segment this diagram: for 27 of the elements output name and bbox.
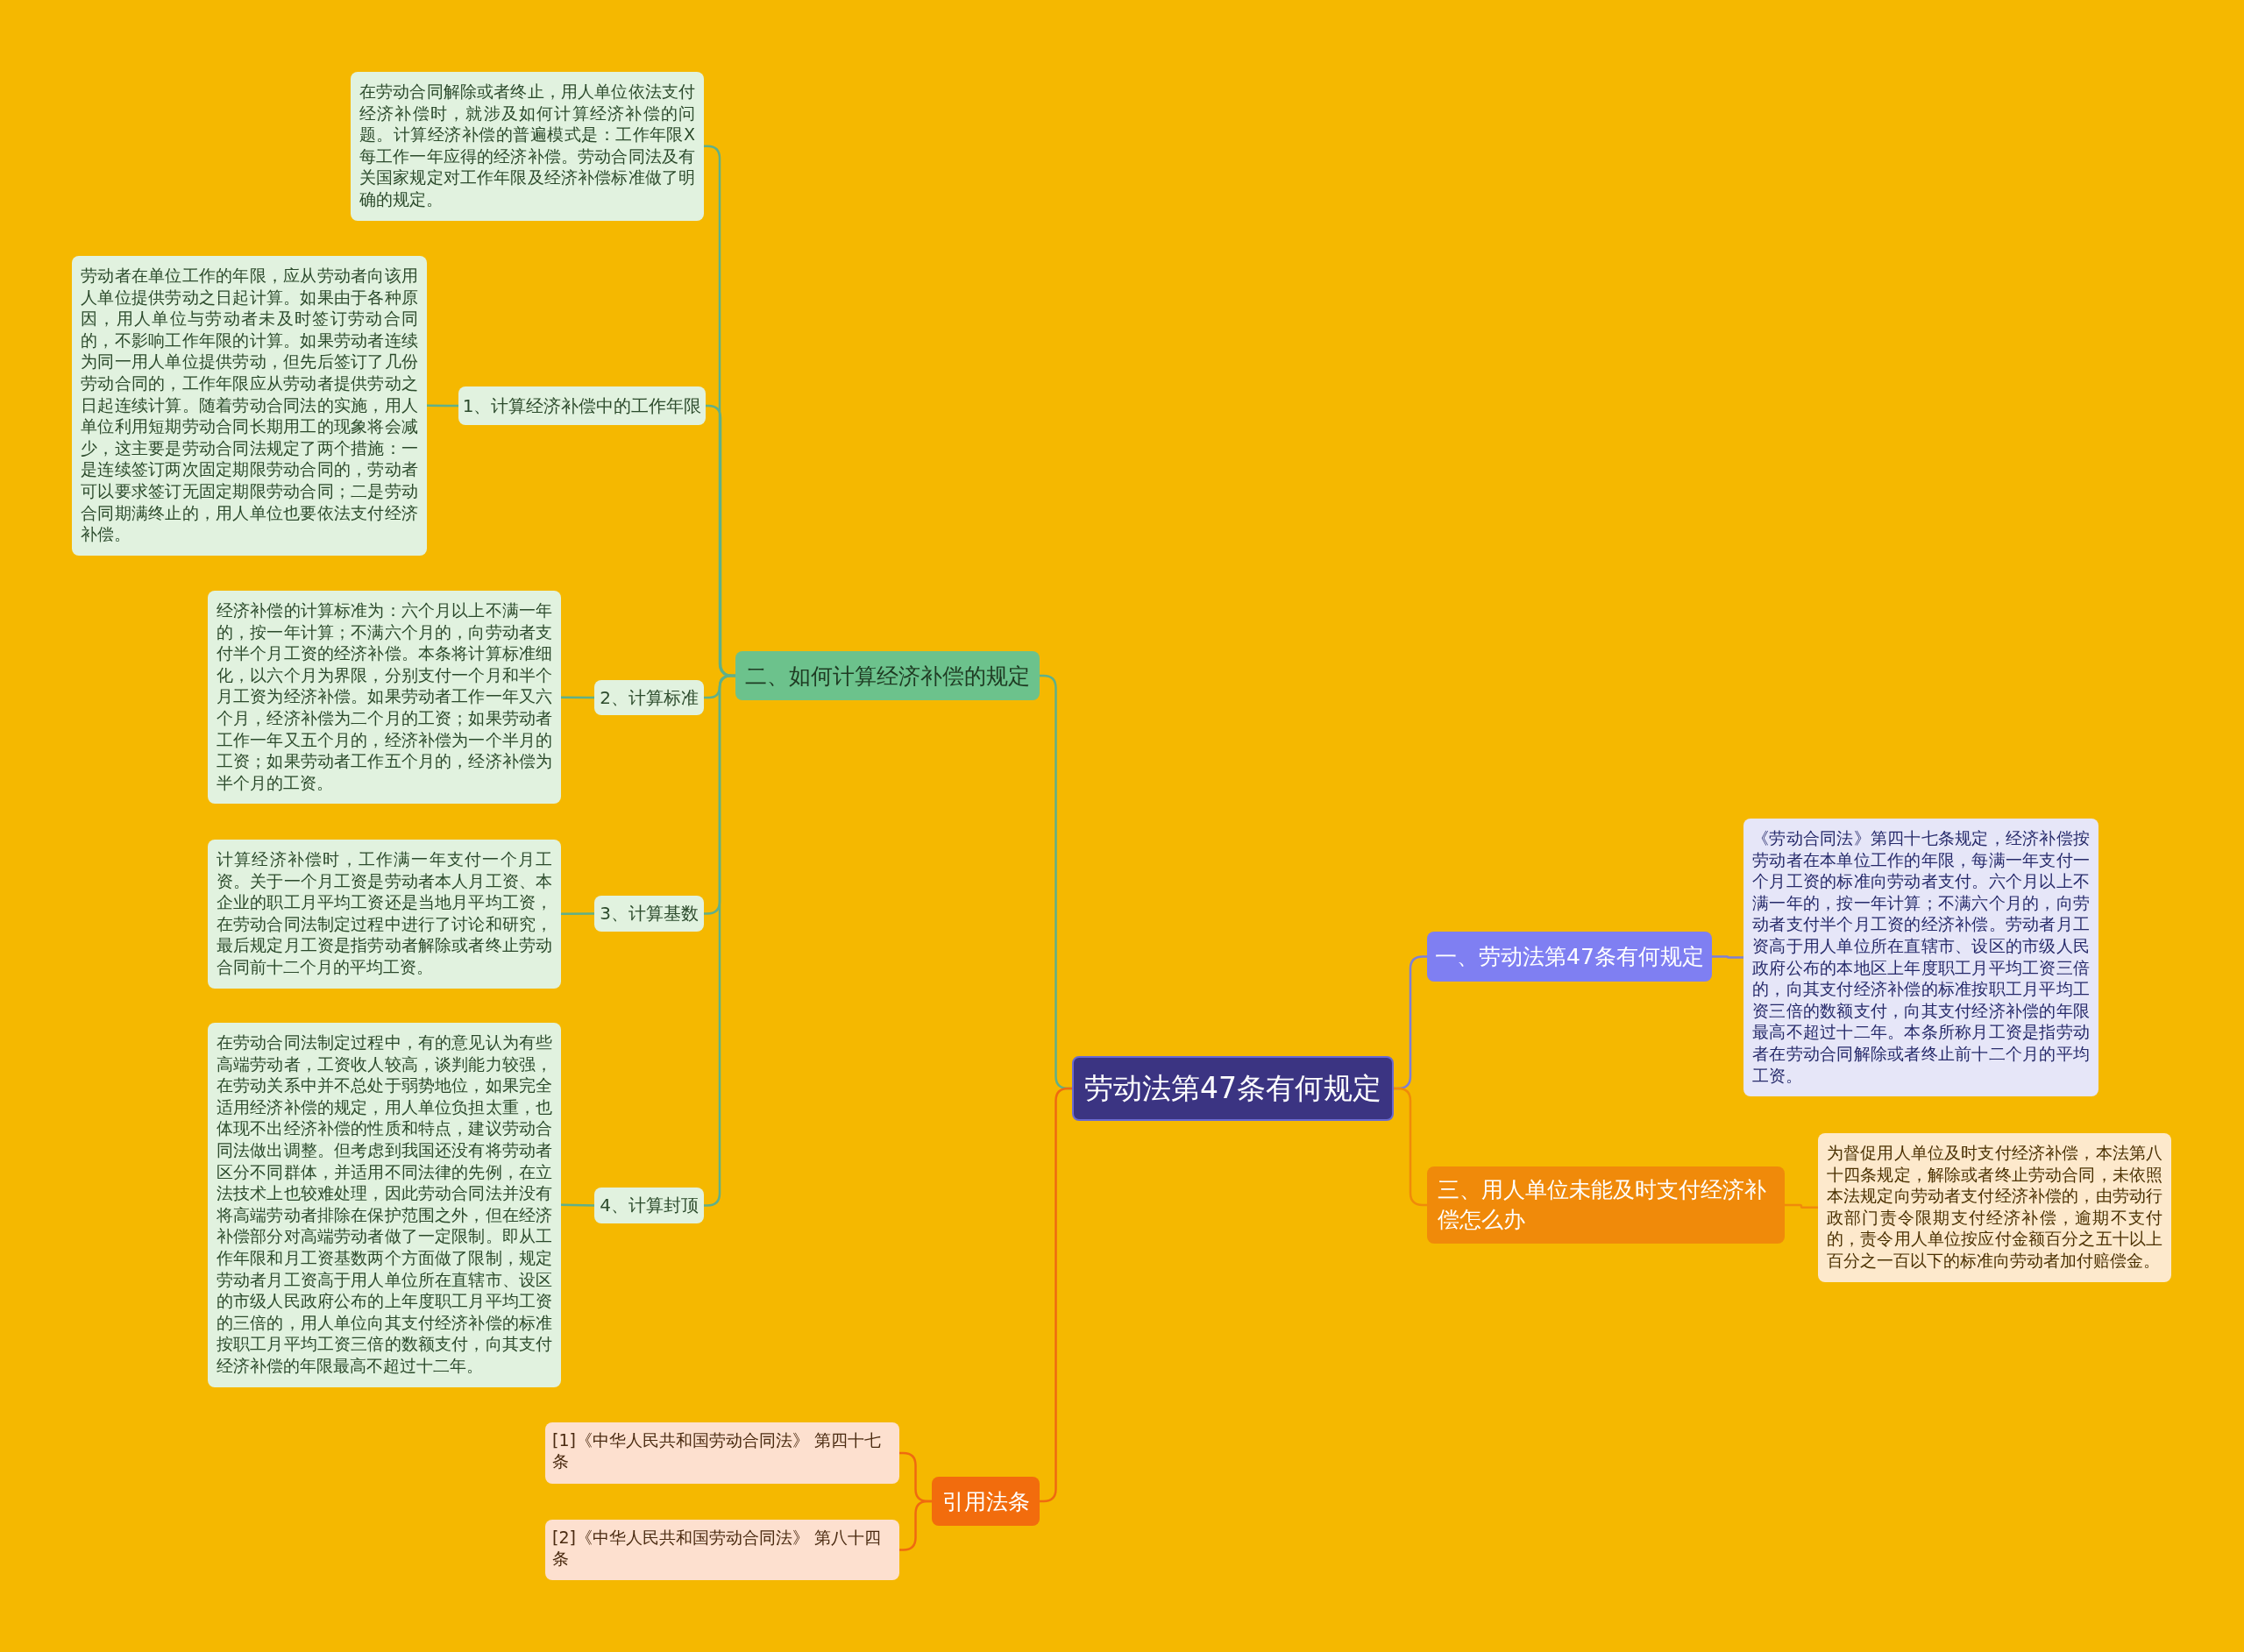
branch-topic-box: 一、劳动法第47条有何规定 (1427, 932, 1712, 982)
note-box: 《劳动合同法》第四十七条规定，经济补偿按劳动者在本单位工作的年限，每满一年支付一个月工资的标准向劳动者支付。六个月以上不满一年的，按一年计算；不满六个月的，向劳动者支付半个月工资的经济补偿。劳动者月工资高于用人单位所在直辖市、设区的市级人民政府公布的本地区上年度职工月平均工资三倍的，向其支付经济补偿的标准按职工月平均工资三倍的数额支付，向其支付经济补偿的年限最高不超过十二年。本条所称月工资是指劳动者在劳动合同解除或者终止前十二个月的平均工资。 (1743, 819, 2098, 1097)
branch-topic-box: 引用法条 (932, 1477, 1040, 1526)
connector-line (560, 1203, 595, 1207)
subtopic-box: 1、计算经济补偿中的工作年限 (458, 386, 706, 425)
connector-line (1712, 955, 1743, 959)
note-box: 在劳动合同解除或者终止，用人单位依法支付经济补偿时，就涉及如何计算经济补偿的问题。计算经济补偿的普遍模式是：工作年限X每工作一年应得的经济补偿。劳动合同法及有关国家规定对工作年限及经济补偿标准做了明确的规定。 (351, 72, 704, 221)
connector-line (1394, 1087, 1427, 1207)
note-box: 劳动者在单位工作的年限，应从劳动者向该用人单位提供劳动之日起计算。如果由于各种原因，用人单位与劳动者未及时签订劳动合同的，不影响工作年限的计算。如果劳动者连续为同一用人单位提供劳动，但先后签订了几份劳动合同的，工作年限应从劳动者提供劳动之日起连续计算。随着劳动合同法的实施，用人单位利用短期劳动合同长期用工的现象将会减少，这主要是劳动合同法规定了两个措施：一是连续签订两次固定期限劳动合同的，劳动者可以要求签订无固定期限劳动合同；二是劳动合同期满终止的，用人单位也要依法支付经济补偿。 (72, 256, 427, 556)
subtopic-box: 4、计算封顶 (594, 1188, 704, 1223)
branch-topic-box: 二、如何计算经济补偿的规定 (735, 651, 1040, 700)
reference-box: [1]《中华人民共和国劳动合同法》 第四十七条 (545, 1422, 899, 1484)
note-box: 在劳动合同法制定过程中，有的意见认为有些高端劳动者，工资收人较高，谈判能力较强，在劳动关系中并不总处于弱势地位，如果完全适用经济补偿的规定，用人单位负担太重，也体现不出经济补偿的性质和特点，建议劳动合同法做出调整。但考虑到我国还没有将劳动者区分不同群体，并适用不同法律的先例，在立法技术上也较难处理，因此劳动合同法并没有将高端劳动者排除在保护范围之外，但在经济补偿部分对高端劳动者做了一定限制。即从工作年限和月工资基数两个方面做了限制，规定劳动者月工资高于用人单位所在直辖市、设区的市级人民政府公布的上年度职工月平均工资的三倍的，用人单位向其支付经济补偿的标准按职工月平均工资三倍的数额支付，向其支付经济补偿的年限最高不超过十二年。 (208, 1023, 561, 1387)
connector-line (1785, 1203, 1818, 1209)
branch-topic-box: 三、用人单位未能及时支付经济补偿怎么办 (1427, 1166, 1785, 1244)
note-box: 经济补偿的计算标准为：六个月以上不满一年的，按一年计算；不满六个月的，向劳动者支付半个月工资的经济补偿。本条将计算标准细化，以六个月为界限，分别支付一个月和半个月工资为经济补偿。如果劳动者工作一年又六个月，经济补偿为二个月的工资；如果劳动者工作一年又五个月的，经济补偿为一个半月的工资；如果劳动者工作五个月的，经济补偿为半个月的工资。 (208, 591, 561, 805)
subtopic-box: 2、计算标准 (594, 680, 704, 715)
reference-box: [2]《中华人民共和国劳动合同法》 第八十四条 (545, 1520, 899, 1580)
connector-line (703, 674, 736, 1207)
connector-line (561, 696, 594, 699)
root-topic-box: 劳动法第47条有何规定 (1072, 1056, 1394, 1121)
connector-line (561, 912, 594, 916)
subtopic-box: 3、计算基数 (594, 896, 704, 932)
connector-line (899, 1500, 932, 1551)
note-box: 为督促用人单位及时支付经济补偿，本法第八十四条规定，解除或者终止劳动合同，未依照本法规定向劳动者支付经济补偿的，由劳动行政部门责令限期支付经济补偿，逾期不支付的，责令用人单位按应付金额百分之五十以上百分之一百以下的标准向劳动者加付赔偿金。 (1818, 1133, 2171, 1282)
connector-line (427, 404, 458, 408)
note-box: 计算经济补偿时，工作满一年支付一个月工资。关于一个月工资是劳动者本人月工资、本企业的职工月平均工资还是当地月平均工资，在劳动合同法制定过程中进行了讨论和研究，最后规定月工资是指劳动者解除或者终止劳动合同前十二个月的平均工资。 (208, 840, 561, 989)
